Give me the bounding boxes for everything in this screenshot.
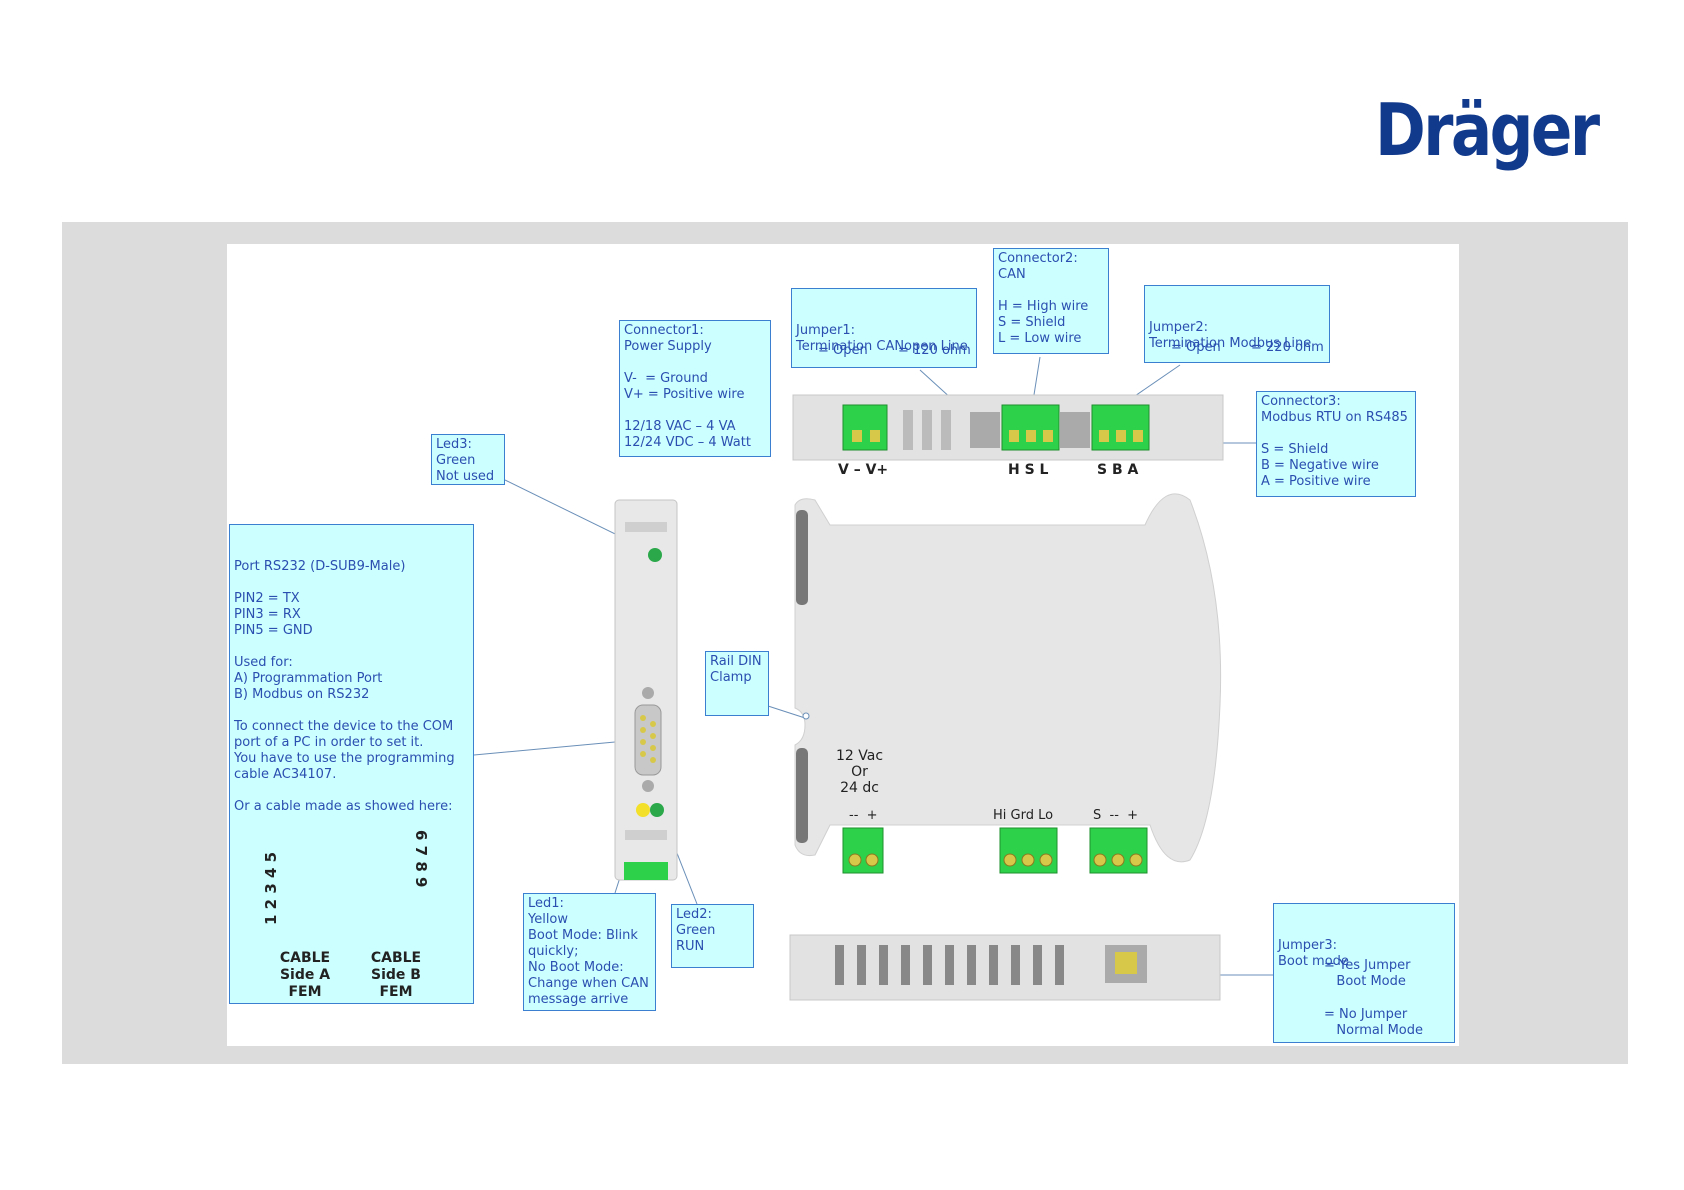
jumper1-ohm-label: = 120 ohm bbox=[898, 343, 971, 358]
jumper1-title: Jumper1: Termination CANopen Line bbox=[796, 323, 968, 354]
led3-callout: Led3: Green Not used bbox=[431, 434, 505, 485]
connector2-callout: Connector2: CAN H = High wire S = Shield… bbox=[993, 248, 1109, 354]
connector1-callout: Connector1: Power Supply V- = Ground V+ … bbox=[619, 320, 771, 457]
can-pin-labels: H S L bbox=[1008, 462, 1049, 478]
cable-right-pin-numbers: 6 7 8 9 bbox=[412, 830, 430, 888]
led1-callout: Led1: Yellow Boot Mode: Blink quickly; N… bbox=[523, 893, 656, 1011]
supply-label: 12 Vac Or 24 dc bbox=[836, 748, 884, 796]
jumper3-callout: Jumper3: Boot mode = Yes Jumper Boot Mod… bbox=[1273, 903, 1455, 1043]
jumper2-open-label: = Open bbox=[1171, 340, 1221, 355]
jumper3-yes-label: = Yes Jumper Boot Mode bbox=[1324, 958, 1411, 989]
housing-terminals bbox=[842, 827, 1148, 874]
led2-callout: Led2: Green RUN bbox=[671, 904, 754, 968]
can-bottom-pin-labels: Hi Grd Lo bbox=[993, 808, 1054, 823]
top-connector-strip bbox=[792, 394, 1224, 461]
drager-logo: Dräger bbox=[1375, 88, 1600, 172]
bottom-strip bbox=[789, 934, 1221, 1001]
modbus-pin-labels: S B A bbox=[1097, 462, 1139, 478]
jumper3-no-label: = No Jumper Normal Mode bbox=[1324, 1007, 1423, 1038]
jumper2-title: Jumper2: Termination Modbus Line bbox=[1149, 320, 1312, 351]
rs232-callout: Port RS232 (D-SUB9-Male) PIN2 = TX PIN3 … bbox=[229, 524, 474, 1004]
device-front bbox=[614, 499, 678, 881]
supply-pin-labels: -- + bbox=[849, 808, 878, 823]
jumper2-ohm-label: = 220 ohm bbox=[1251, 340, 1324, 355]
rail-din-callout: Rail DIN Clamp bbox=[705, 651, 769, 716]
cable-side-b-label: CABLE Side B FEM bbox=[370, 950, 422, 1000]
rs232-text: Port RS232 (D-SUB9-Male) PIN2 = TX PIN3 … bbox=[234, 559, 455, 814]
cable-left-pin-numbers: 1 2 3 4 5 bbox=[262, 851, 280, 925]
cable-side-a-label: CABLE Side A FEM bbox=[279, 950, 331, 1000]
jumper1-callout: Jumper1: Termination CANopen Line = Open… bbox=[791, 288, 977, 368]
connector3-callout: Connector3: Modbus RTU on RS485 S = Shie… bbox=[1256, 391, 1416, 497]
jumper1-open-label: = Open bbox=[818, 343, 868, 358]
jumper3-title: Jumper3: Boot mode bbox=[1278, 938, 1349, 969]
device-housing bbox=[794, 493, 1222, 863]
modbus-bottom-pin-labels: S -- + bbox=[1093, 808, 1139, 823]
jumper2-callout: Jumper2: Termination Modbus Line = Open … bbox=[1144, 285, 1330, 363]
power-pin-labels: V – V+ bbox=[838, 462, 889, 478]
